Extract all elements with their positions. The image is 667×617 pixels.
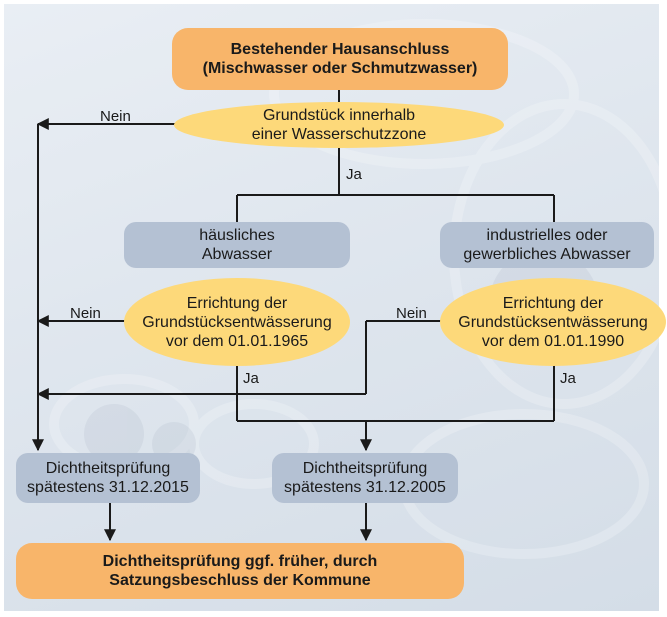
label-1965-ja: Ja bbox=[243, 370, 259, 387]
domestic-wastewater-box: häusliches Abwasser bbox=[124, 222, 350, 268]
domestic-line-1: häusliches bbox=[199, 227, 275, 244]
label-1965-nein: Nein bbox=[70, 305, 101, 322]
industrial-line-2: gewerbliches Abwasser bbox=[463, 246, 631, 263]
b1990-line-3: vor dem 01.01.1990 bbox=[481, 332, 625, 350]
t2005-line-1: Dichtheitsprüfung bbox=[302, 460, 428, 477]
t2005-line-2: spätestens 31.12.2005 bbox=[284, 479, 446, 496]
label-zone-ja: Ja bbox=[346, 166, 362, 183]
b1965-line-1: Errichtung der bbox=[186, 294, 288, 312]
municipal-ordinance-box: Dichtheitsprüfung ggf. früher, durch Sat… bbox=[16, 543, 464, 599]
water-protection-zone-decision: Grundstück innerhalb einer Wasserschutzz… bbox=[174, 102, 504, 148]
t2015-line-2: spätestens 31.12.2015 bbox=[27, 479, 189, 496]
top-line-2: (Mischwasser oder Schmutzwasser) bbox=[202, 60, 478, 77]
b1990-line-1: Errichtung der bbox=[502, 294, 604, 312]
b1990-line-2: Grundstücksentwässerung bbox=[458, 313, 648, 331]
built-before-1990-decision: Errichtung der Grundstücksentwässerung v… bbox=[440, 278, 666, 366]
b1965-line-3: vor dem 01.01.1965 bbox=[165, 332, 309, 350]
t2015-line-1: Dichtheitsprüfung bbox=[45, 460, 171, 477]
bottom-line-2: Satzungsbeschluss der Kommune bbox=[109, 572, 371, 589]
zone-line-1: Grundstück innerhalb bbox=[262, 107, 416, 124]
industrial-wastewater-box: industrielles oder gewerbliches Abwasser bbox=[440, 222, 654, 268]
leak-test-2005-box: Dichtheitsprüfung spätestens 31.12.2005 bbox=[272, 453, 458, 503]
built-before-1965-decision: Errichtung der Grundstücksentwässerung v… bbox=[124, 278, 350, 366]
existing-connection-box: Bestehender Hausanschluss (Mischwasser o… bbox=[172, 28, 508, 90]
top-line-1: Bestehender Hausanschluss bbox=[230, 41, 450, 58]
b1965-line-2: Grundstücksentwässerung bbox=[142, 313, 332, 331]
leak-test-2015-box: Dichtheitsprüfung spätestens 31.12.2015 bbox=[16, 453, 200, 503]
label-1990-ja: Ja bbox=[560, 370, 576, 387]
domestic-line-2: Abwasser bbox=[201, 246, 273, 263]
bottom-line-1: Dichtheitsprüfung ggf. früher, durch bbox=[102, 553, 378, 570]
label-1990-nein: Nein bbox=[396, 305, 427, 322]
label-zone-nein: Nein bbox=[100, 108, 131, 125]
zone-line-2: einer Wasserschutzzone bbox=[251, 126, 427, 143]
industrial-line-1: industrielles oder bbox=[486, 227, 608, 244]
